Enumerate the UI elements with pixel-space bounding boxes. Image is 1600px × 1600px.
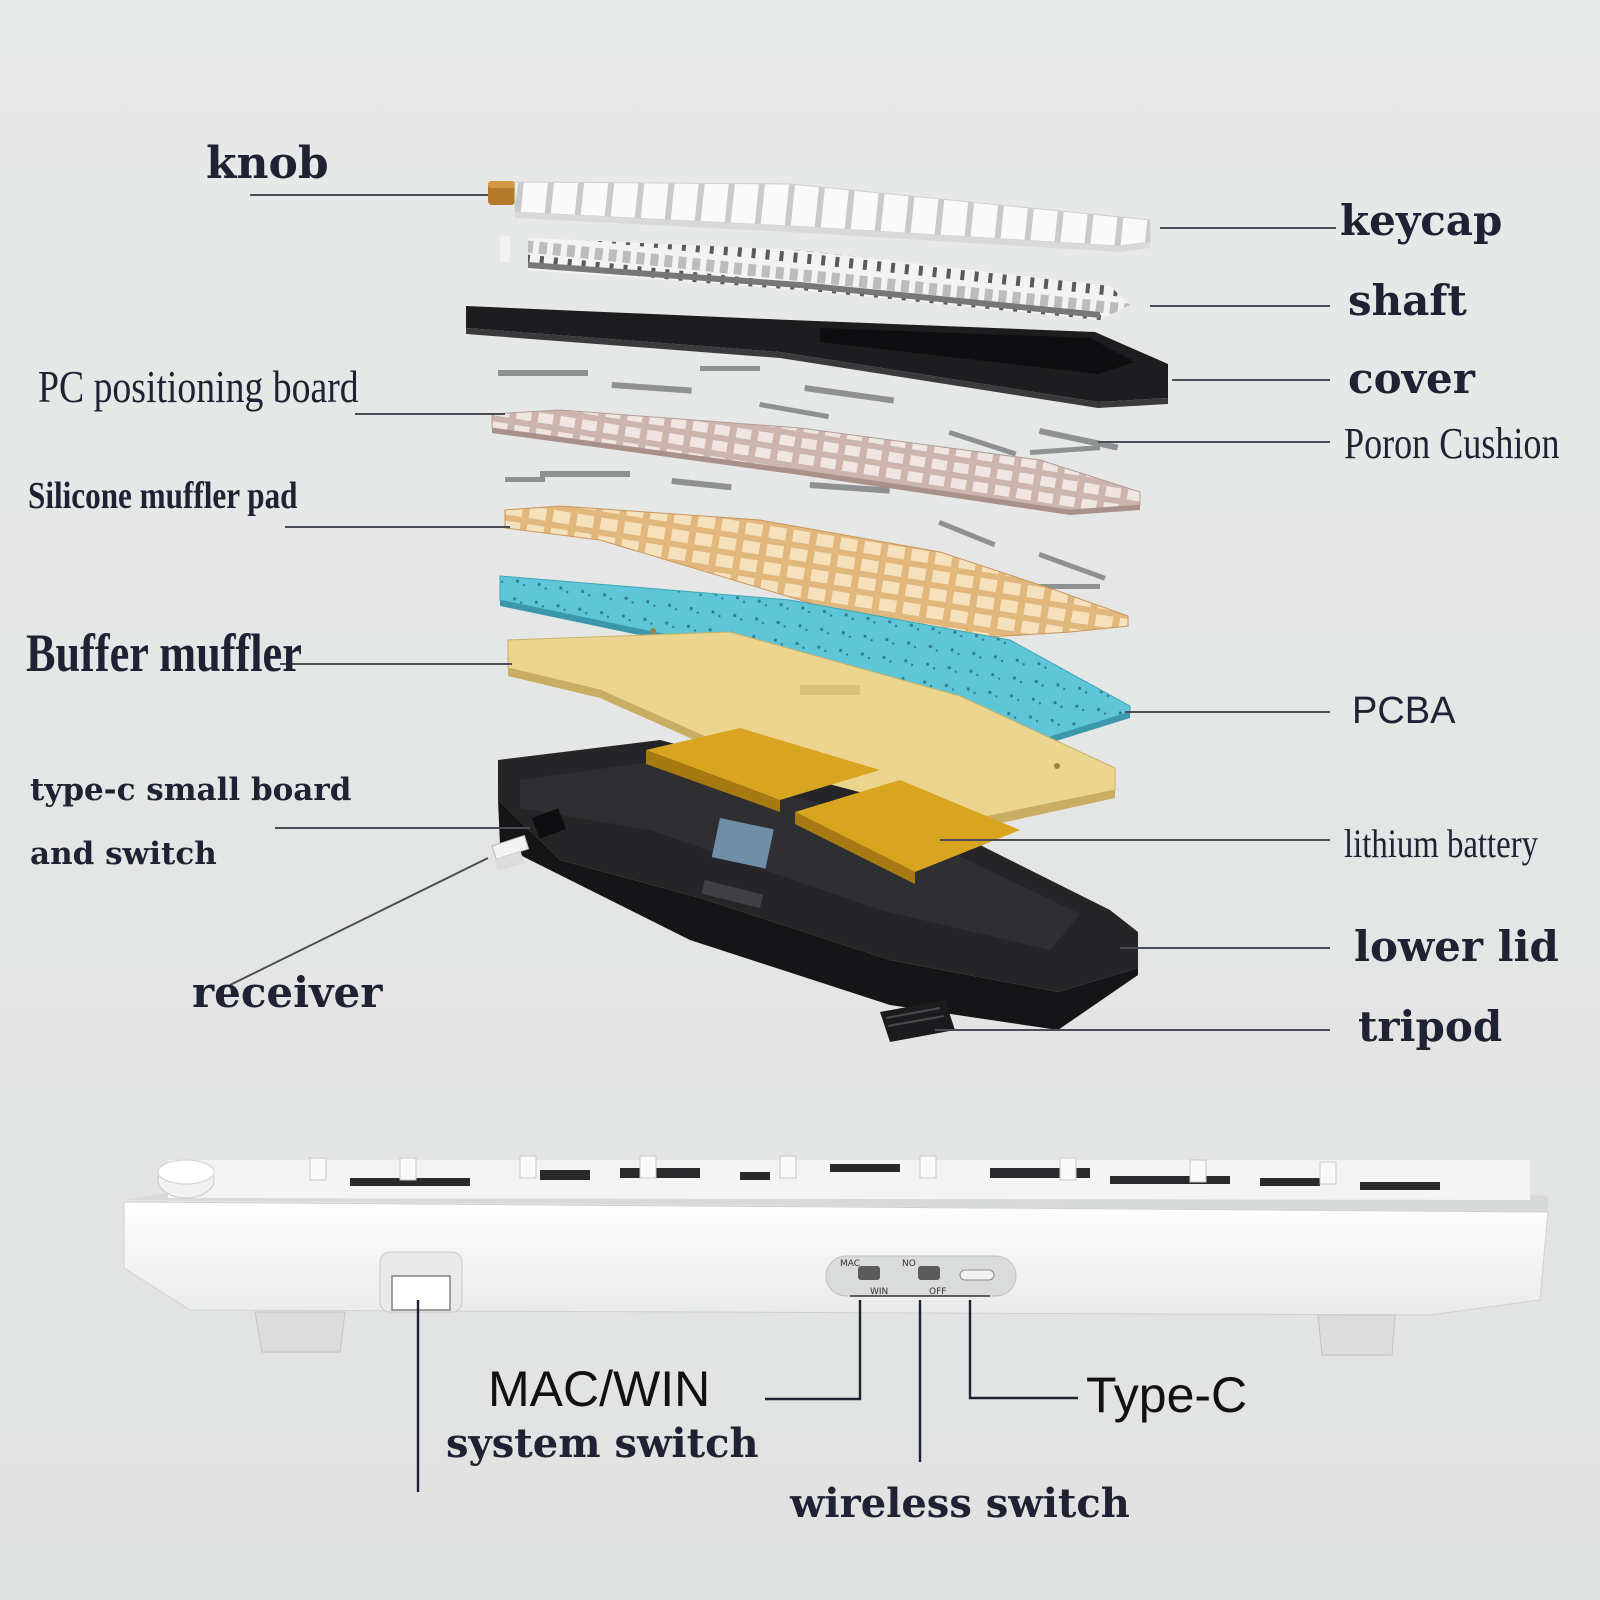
label-type-c-small-board-line1: type-c small board [30, 772, 352, 808]
label-type-c: Type-C [1086, 1367, 1248, 1423]
buffer-muffler-part [507, 628, 1116, 832]
label-lower-lid: lower lid [1354, 922, 1559, 971]
tripod-part [880, 1000, 955, 1042]
label-pc-positioning-board: PC positioning board [38, 361, 359, 412]
label-cover: cover [1348, 354, 1475, 403]
pc-positioning-board-part [491, 409, 1141, 515]
label-system-switch: system switch [446, 1420, 759, 1467]
knob-part [488, 181, 515, 205]
keycap-layer [514, 181, 1151, 252]
switch-text-mac: MAC [840, 1259, 860, 1269]
lithium-battery-part [646, 728, 1020, 884]
label-silicone-muffler-pad: Silicone muffler pad [28, 475, 298, 517]
side-view-leader-lines [416, 1300, 1078, 1492]
label-shaft: shaft [1348, 276, 1467, 325]
label-keycap: keycap [1340, 196, 1503, 245]
keyboard-side-view: MAC WIN NO OFF [123, 1155, 1549, 1356]
leader-lines [229, 194, 1336, 1031]
label-wireless-switch: wireless switch [790, 1480, 1130, 1527]
label-type-c-small-board-line2: and switch [30, 836, 217, 872]
label-pcba: PCBA [1352, 690, 1456, 732]
shaft-layer [500, 236, 1130, 320]
label-mac-win: MAC/WIN [488, 1361, 711, 1417]
switch-text-on: NO [902, 1259, 916, 1269]
cover-layer [466, 306, 1168, 408]
label-knob: knob [206, 138, 329, 189]
lower-lid-part [498, 740, 1138, 1030]
label-lithium-battery: lithium battery [1344, 821, 1539, 866]
silicone-muffler-pad-part [504, 505, 1129, 641]
label-poron-cushion: Poron Cushion [1344, 419, 1560, 468]
label-buffer-muffler: Buffer muffler [26, 623, 302, 683]
label-receiver: receiver [192, 968, 383, 1017]
switch-text-win: WIN [870, 1287, 888, 1297]
label-tripod: tripod [1358, 1002, 1503, 1051]
receiver-part [491, 834, 530, 872]
switch-text-off: OFF [929, 1287, 946, 1297]
